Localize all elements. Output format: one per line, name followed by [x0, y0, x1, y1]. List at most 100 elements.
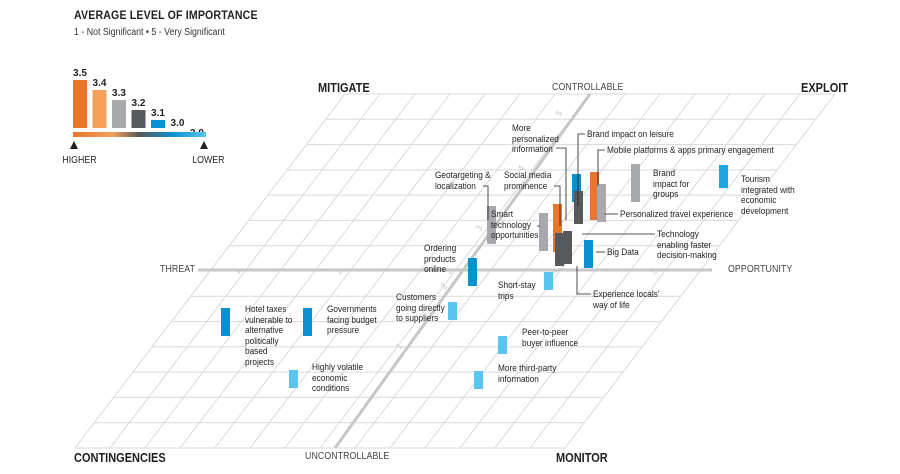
legend-subtitle: 1 - Not Significant • 5 - Very Significa…	[74, 27, 225, 38]
horizontal-tick-label: 1	[231, 266, 242, 276]
tourism-integrated-bar	[719, 165, 728, 188]
legend-level-label: 3.1	[151, 108, 165, 119]
third-party-bar	[474, 371, 483, 389]
quadrant-mitigate-label: MITIGATE	[318, 81, 370, 95]
peer-to-peer-bar	[498, 336, 507, 354]
legend-level-bar	[112, 100, 126, 128]
label-line: technology	[491, 219, 532, 230]
governments-budget-bar	[303, 308, 312, 336]
legend-level-label: 3.0	[171, 118, 185, 129]
quadrant-monitor-label: MONITOR	[556, 451, 608, 465]
label-line: impact for	[653, 178, 690, 189]
experience-locals-label: Experience locals'way of life	[593, 289, 659, 310]
label-line: integrated with	[741, 184, 795, 195]
label-line: Social media	[504, 170, 552, 180]
legend-lower-arrow-icon	[200, 141, 208, 149]
social-media-bar	[553, 204, 562, 252]
label-line: Short-stay	[498, 280, 536, 290]
label-line: Experience locals'	[593, 289, 660, 299]
hotel-taxes-bar	[221, 308, 230, 336]
label-line: More third-party	[498, 363, 557, 373]
axis-threat-label: THREAT	[160, 264, 196, 275]
experience-locals-bar	[555, 233, 564, 266]
label-line: enabling faster	[657, 239, 712, 250]
label-line: Smart	[491, 209, 514, 219]
label-line: information	[498, 373, 539, 384]
label-line: Big Data	[607, 247, 639, 257]
label-line: Highly volatile	[312, 362, 364, 372]
label-line: groups	[653, 189, 679, 200]
label-line: localization	[435, 180, 476, 191]
smart-technology-bar	[539, 213, 548, 251]
legend-level-label: 3.2	[132, 98, 146, 109]
label-line: way of life	[593, 299, 630, 310]
legend-higher-arrow-icon	[70, 141, 78, 149]
label-line: conditions	[312, 383, 350, 394]
big-data-bar	[584, 240, 593, 268]
label-line: trips	[498, 290, 514, 301]
technology-faster-bar	[563, 231, 572, 264]
horizontal-tick-label: 4	[548, 266, 559, 276]
label-line: development	[741, 205, 789, 216]
quadrant-exploit-label: EXPLOIT	[801, 81, 849, 95]
vertical-tick-label: 5	[553, 108, 564, 118]
label-line: online	[424, 264, 447, 275]
label-line: products	[424, 253, 456, 264]
label-line: going directly	[396, 302, 445, 313]
brand-impact-groups-bar	[631, 164, 640, 202]
label-line: Brand	[653, 168, 676, 178]
controllable-axis	[333, 93, 592, 449]
legend-level-bar	[73, 80, 87, 128]
vertical-tick-label: 3	[473, 223, 484, 233]
label-line: Technology	[657, 229, 699, 239]
legend-lower-label: LOWER	[192, 155, 225, 166]
brand-impact-on-leisure-label: Brand impact on leisure	[587, 129, 674, 140]
label-line: opportunities	[491, 230, 539, 241]
axis-controllable-label: CONTROLLABLE	[552, 82, 624, 93]
horizontal-tick-label: 2	[333, 266, 344, 276]
label-line: Ordering	[424, 243, 457, 253]
legend-level-label: 3.3	[112, 88, 126, 99]
label-line: alternative	[245, 325, 284, 336]
label-line: Hotel taxes	[245, 304, 287, 314]
mobile-platforms-connector	[597, 149, 605, 186]
label-line: information	[512, 144, 553, 155]
big-data-label: Big Data	[607, 247, 639, 258]
label-line: pressure	[327, 325, 360, 336]
brand-impact-on-leisure-bar	[574, 191, 583, 224]
more-personalized-information-connector	[556, 147, 567, 220]
more-personalized-information-bar	[572, 174, 581, 202]
label-line: politically	[245, 335, 279, 346]
label-line: Brand impact on leisure	[587, 129, 674, 139]
label-line: personalized	[512, 133, 559, 144]
importance-legend: 3.53.43.33.23.13.02.9	[70, 68, 208, 149]
highly-volatile-bar	[289, 370, 298, 388]
label-line: More	[512, 123, 531, 133]
geotargeting-bar	[487, 206, 496, 244]
brand-impact-on-leisure-connector	[577, 133, 585, 206]
legend-title: AVERAGE LEVEL OF IMPORTANCE	[74, 8, 258, 22]
label-line: Geotargeting &	[435, 170, 491, 180]
label-line: projects	[245, 356, 274, 367]
experience-locals-connector	[576, 266, 591, 295]
label-connectors	[483, 133, 655, 295]
quadrant-contingencies-label: CONTINGENCIES	[74, 451, 166, 465]
label-line: vulnerable to	[245, 314, 293, 325]
vertical-tick-label: 4	[515, 163, 526, 173]
ordering-products-bar	[468, 258, 477, 286]
